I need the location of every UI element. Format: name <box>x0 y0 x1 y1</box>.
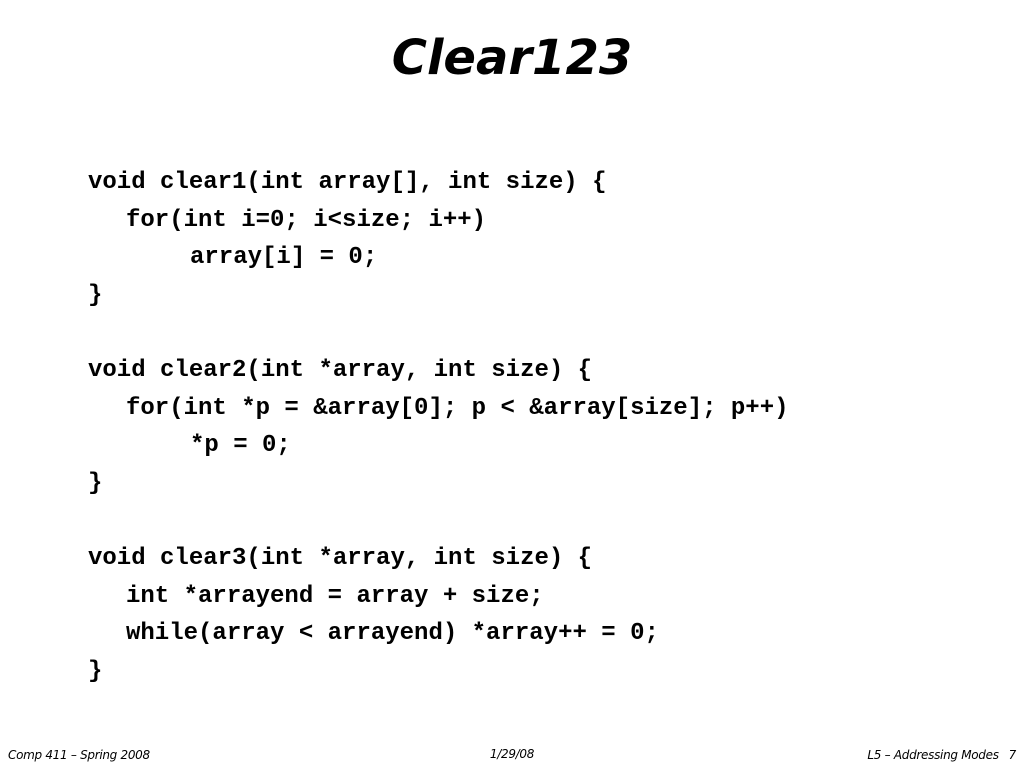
code-line: } <box>88 281 103 309</box>
code-line: for(int i=0; i<size; i++) <box>126 206 487 234</box>
code-line: int *arrayend = array + size; <box>126 582 544 610</box>
footer-course: Comp 411 – Spring 2008 <box>8 748 150 762</box>
code-line: void clear1(int array[], int size) { <box>88 169 607 196</box>
code-line-blank <box>88 502 789 540</box>
code-line: void clear3(int *array, int size) { <box>88 544 593 572</box>
code-line: while(array < arrayend) *array++ = 0; <box>126 620 659 648</box>
code-line: *p = 0; <box>190 432 291 460</box>
page-number: 7 <box>1008 748 1017 762</box>
code-line: void clear2(int *array, int size) { <box>88 356 593 384</box>
code-line: array[i] = 0; <box>190 244 378 272</box>
code-line: } <box>88 657 103 685</box>
slide-title: Clear123 <box>391 30 633 86</box>
footer-lecture: L5 – Addressing Modes 7 <box>867 748 1016 762</box>
code-line: for(int *p = &array[0]; p < &array[size]… <box>126 394 789 422</box>
footer-date: 1/29/08 <box>489 747 535 761</box>
code-block: void clear1(int array[], int size) { for… <box>88 164 789 690</box>
code-line-blank <box>88 314 789 352</box>
footer-lecture-title: L5 – Addressing Modes <box>867 748 999 762</box>
code-line: } <box>88 469 103 497</box>
